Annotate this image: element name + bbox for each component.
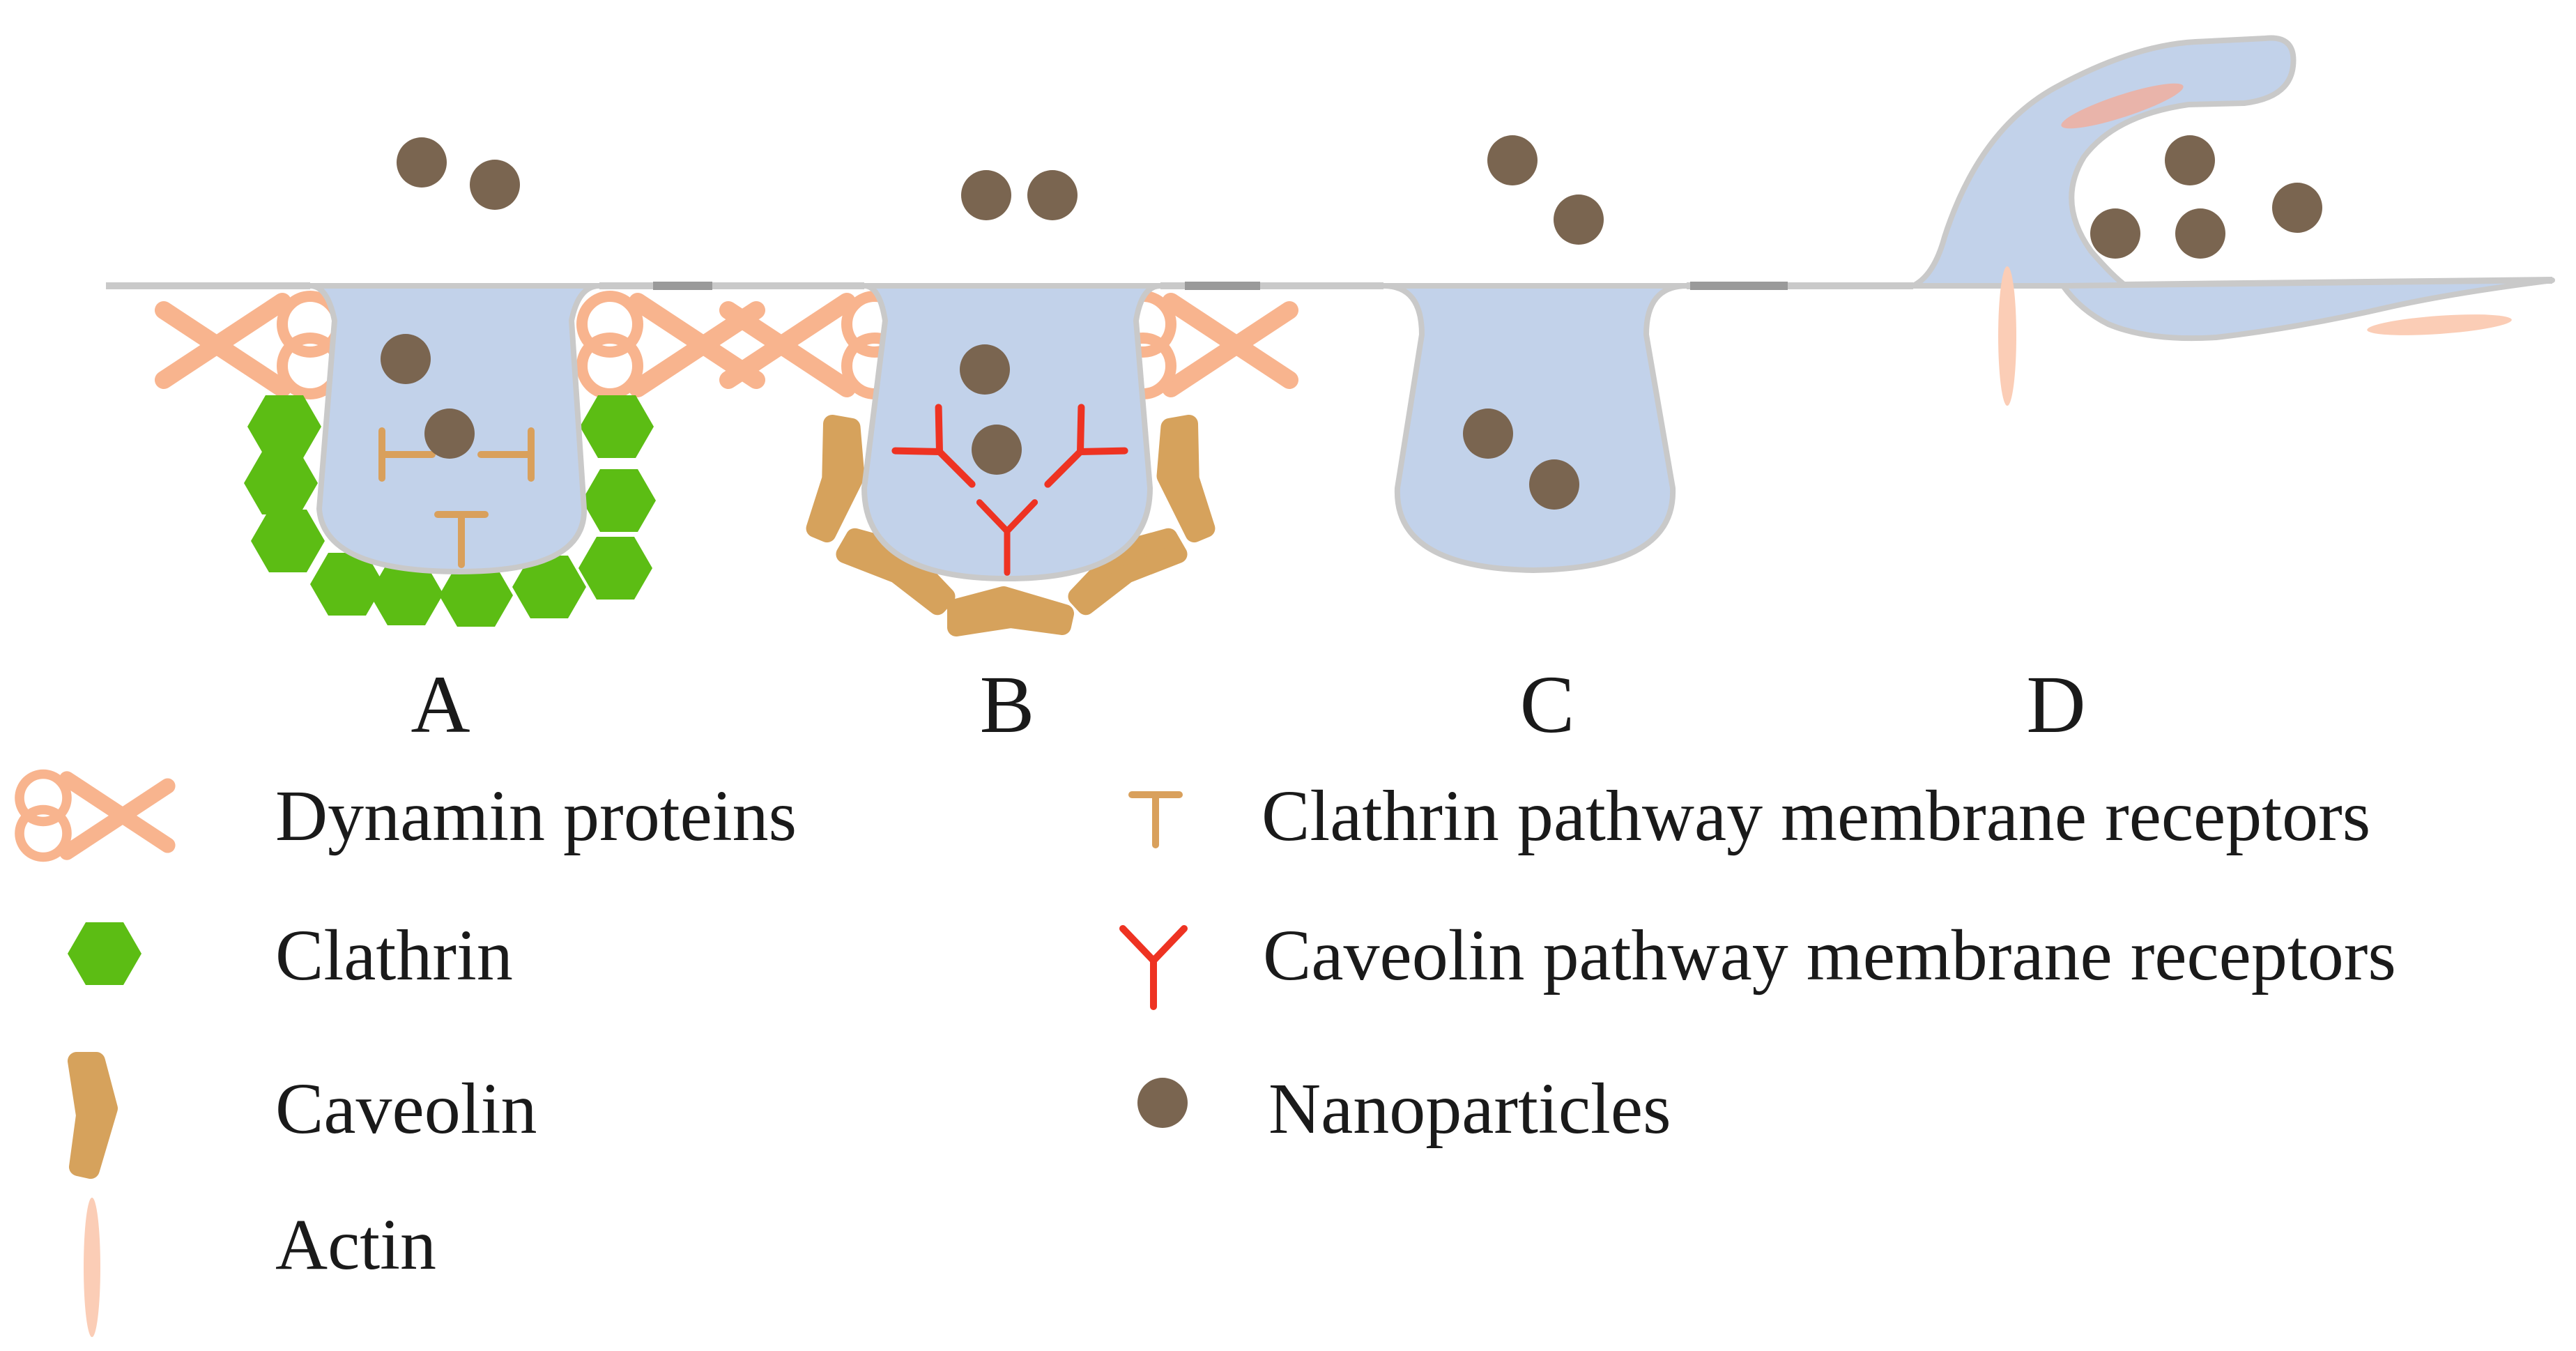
legend-item-caveolin: Caveolin bbox=[77, 1061, 537, 1170]
panel-b: B bbox=[728, 170, 1289, 750]
legend-item-clathrin-receptor: Clathrin pathway membrane receptors bbox=[1132, 776, 2370, 856]
independent-pit bbox=[1381, 283, 1689, 573]
plasma-membrane bbox=[106, 277, 2553, 289]
legend-label-caveolin-receptor: Caveolin pathway membrane receptors bbox=[1263, 915, 2396, 995]
caveolin-chevron-icon bbox=[77, 1061, 109, 1170]
panel-a: A bbox=[164, 137, 756, 750]
panel-label-b: B bbox=[980, 659, 1035, 750]
legend-item-caveolin-receptor: Caveolin pathway membrane receptors bbox=[1123, 915, 2396, 1007]
legend-item-clathrin: Clathrin bbox=[68, 915, 513, 995]
legend-label-clathrin: Clathrin bbox=[275, 915, 513, 995]
panel-label-d: D bbox=[2026, 659, 2085, 750]
legend-item-actin: Actin bbox=[84, 1198, 436, 1337]
legend-item-dynamin: Dynamin proteins bbox=[20, 774, 797, 857]
nanoparticles-c bbox=[1463, 135, 1604, 510]
legend-label-actin: Actin bbox=[275, 1205, 436, 1285]
legend-label-nanoparticles: Nanoparticles bbox=[1268, 1069, 1671, 1149]
panel-d: D bbox=[106, 35, 2555, 750]
nanoparticles-a bbox=[381, 137, 520, 459]
membrane-ruffle bbox=[1910, 35, 2297, 289]
legend-label-dynamin: Dynamin proteins bbox=[275, 776, 797, 856]
legend-item-nanoparticles: Nanoparticles bbox=[1137, 1069, 1671, 1149]
legend: Dynamin proteins Clathrin Caveolin Actin… bbox=[20, 774, 2396, 1337]
actin-filament-icon bbox=[84, 1198, 100, 1337]
nanoparticles-b bbox=[960, 170, 1078, 475]
y-receptor-icon bbox=[1123, 929, 1184, 1007]
actin-filaments bbox=[1998, 83, 2512, 406]
panel-label-c: C bbox=[1520, 659, 1575, 750]
dynamin-left bbox=[164, 296, 338, 394]
membrane-lip bbox=[2060, 277, 2555, 342]
dynamin-scissors-icon bbox=[20, 774, 168, 857]
t-receptor-icon bbox=[1132, 795, 1179, 845]
nanoparticle-icon bbox=[1137, 1078, 1188, 1128]
panel-c: C bbox=[1381, 135, 1689, 750]
legend-label-clathrin-receptor: Clathrin pathway membrane receptors bbox=[1262, 776, 2370, 856]
clathrin-hexagon-icon bbox=[68, 922, 141, 985]
panel-label-a: A bbox=[411, 659, 470, 750]
legend-label-caveolin: Caveolin bbox=[275, 1069, 537, 1149]
nanoparticles-d bbox=[2090, 135, 2322, 259]
